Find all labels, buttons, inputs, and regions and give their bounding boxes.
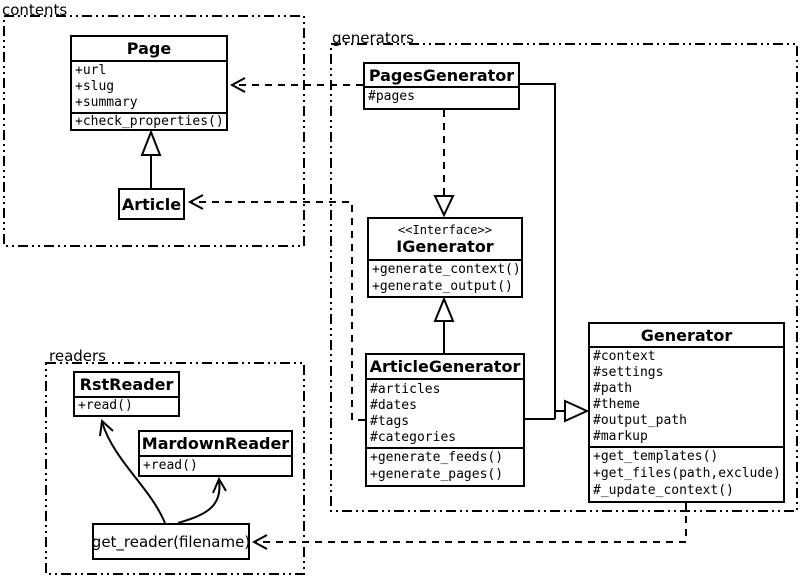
method: +read()	[78, 398, 133, 413]
function-get-reader: get_reader(filename)	[92, 523, 250, 560]
class-rstreader-methods: +read()	[75, 398, 178, 415]
attribute: #dates	[370, 398, 417, 413]
attribute: #theme	[593, 397, 640, 412]
attribute: #categories	[370, 430, 457, 445]
class-page: Page +url+slug+summary +check_properties…	[70, 35, 228, 131]
attribute: #context	[593, 349, 656, 364]
attribute: #pages	[368, 89, 415, 104]
class-generator-title: Generator	[590, 324, 783, 348]
attribute: #output_path	[593, 413, 687, 428]
package-border-generators	[330, 43, 798, 512]
class-articlegenerator-title: ArticleGenerator	[367, 355, 523, 380]
attribute: #tags	[370, 414, 410, 429]
arrowhead-at-page	[229, 77, 246, 93]
class-page-title: Page	[72, 37, 226, 62]
triangle-into-igenerator-top	[433, 195, 455, 218]
class-mardownreader-title: MardownReader	[140, 432, 291, 457]
attribute: +slug	[75, 79, 115, 94]
class-generator-attributes: #context#settings#path#theme#output_path…	[590, 348, 783, 448]
triangle-into-igenerator-bottom	[433, 296, 455, 322]
method: +generate_context()	[372, 262, 521, 277]
class-igenerator: <<Interface>> IGenerator +generate_conte…	[367, 217, 523, 298]
class-rstreader: RstReader +read()	[73, 371, 180, 417]
arrowhead-at-mardownreader	[212, 476, 227, 494]
package-border-readers	[45, 362, 305, 575]
class-page-attributes: +url+slug+summary	[72, 62, 226, 114]
method: #_update_context()	[593, 483, 734, 498]
class-pagesgenerator-title: PagesGenerator	[365, 64, 518, 88]
attribute: #settings	[593, 365, 664, 380]
dependency-generator-to-getreader	[256, 503, 687, 543]
method: +get_files(path,exclude)	[593, 466, 781, 481]
method: +generate_pages()	[370, 467, 504, 482]
method: +get_templates()	[593, 449, 719, 464]
class-generator: Generator #context#settings#path#theme#o…	[588, 322, 785, 503]
class-article: Article	[118, 188, 185, 220]
attribute: #path	[593, 381, 633, 396]
class-pagesgenerator: PagesGenerator #pages	[363, 62, 520, 110]
attribute: +summary	[75, 95, 138, 110]
class-igenerator-name: IGenerator	[396, 236, 494, 256]
package-label-readers: readers	[49, 347, 106, 365]
package-border-contents	[3, 15, 305, 247]
class-mardownreader: MardownReader +read()	[138, 430, 293, 477]
arrow-getreader-to-rstreader	[101, 421, 166, 524]
class-articlegenerator: ArticleGenerator #articles#dates#tags#ca…	[365, 353, 525, 487]
arrowhead-at-rstreader	[99, 418, 114, 437]
attribute: #articles	[370, 382, 441, 397]
attribute: +url	[75, 63, 107, 78]
class-igenerator-title: <<Interface>> IGenerator	[369, 219, 521, 261]
class-igenerator-stereotype: <<Interface>>	[398, 222, 492, 237]
arrow-getreader-to-mardownreader	[177, 480, 221, 524]
class-article-title: Article	[121, 194, 182, 214]
class-page-methods: +check_properties()	[72, 114, 226, 129]
class-articlegenerator-attributes: #articles#dates#tags#categories	[367, 380, 523, 449]
dependency-articlegenerator-to-article	[191, 201, 365, 421]
arrowhead-at-article	[187, 194, 204, 210]
arrowhead-at-getreader	[251, 534, 268, 550]
method: +check_properties()	[75, 114, 224, 129]
class-generator-methods: +get_templates() +get_files(path,exclude)…	[590, 448, 783, 501]
class-mardownreader-methods: +read()	[140, 457, 291, 475]
class-igenerator-methods: +generate_context() +generate_output()	[369, 261, 521, 296]
method: +generate_output()	[372, 279, 513, 294]
class-articlegenerator-methods: +generate_feeds() +generate_pages()	[367, 449, 523, 485]
generalization-pagesgenerator-to-generator	[520, 83, 556, 419]
method: +generate_feeds()	[370, 450, 504, 465]
triangle-into-page	[140, 129, 162, 156]
package-label-generators: generators	[332, 29, 414, 47]
triangle-into-generator	[564, 399, 590, 423]
class-pagesgenerator-attributes: #pages	[365, 88, 518, 108]
attribute: #markup	[593, 429, 648, 444]
method: +read()	[143, 458, 198, 473]
package-label-contents: contents	[2, 1, 68, 19]
class-rstreader-title: RstReader	[75, 373, 178, 398]
